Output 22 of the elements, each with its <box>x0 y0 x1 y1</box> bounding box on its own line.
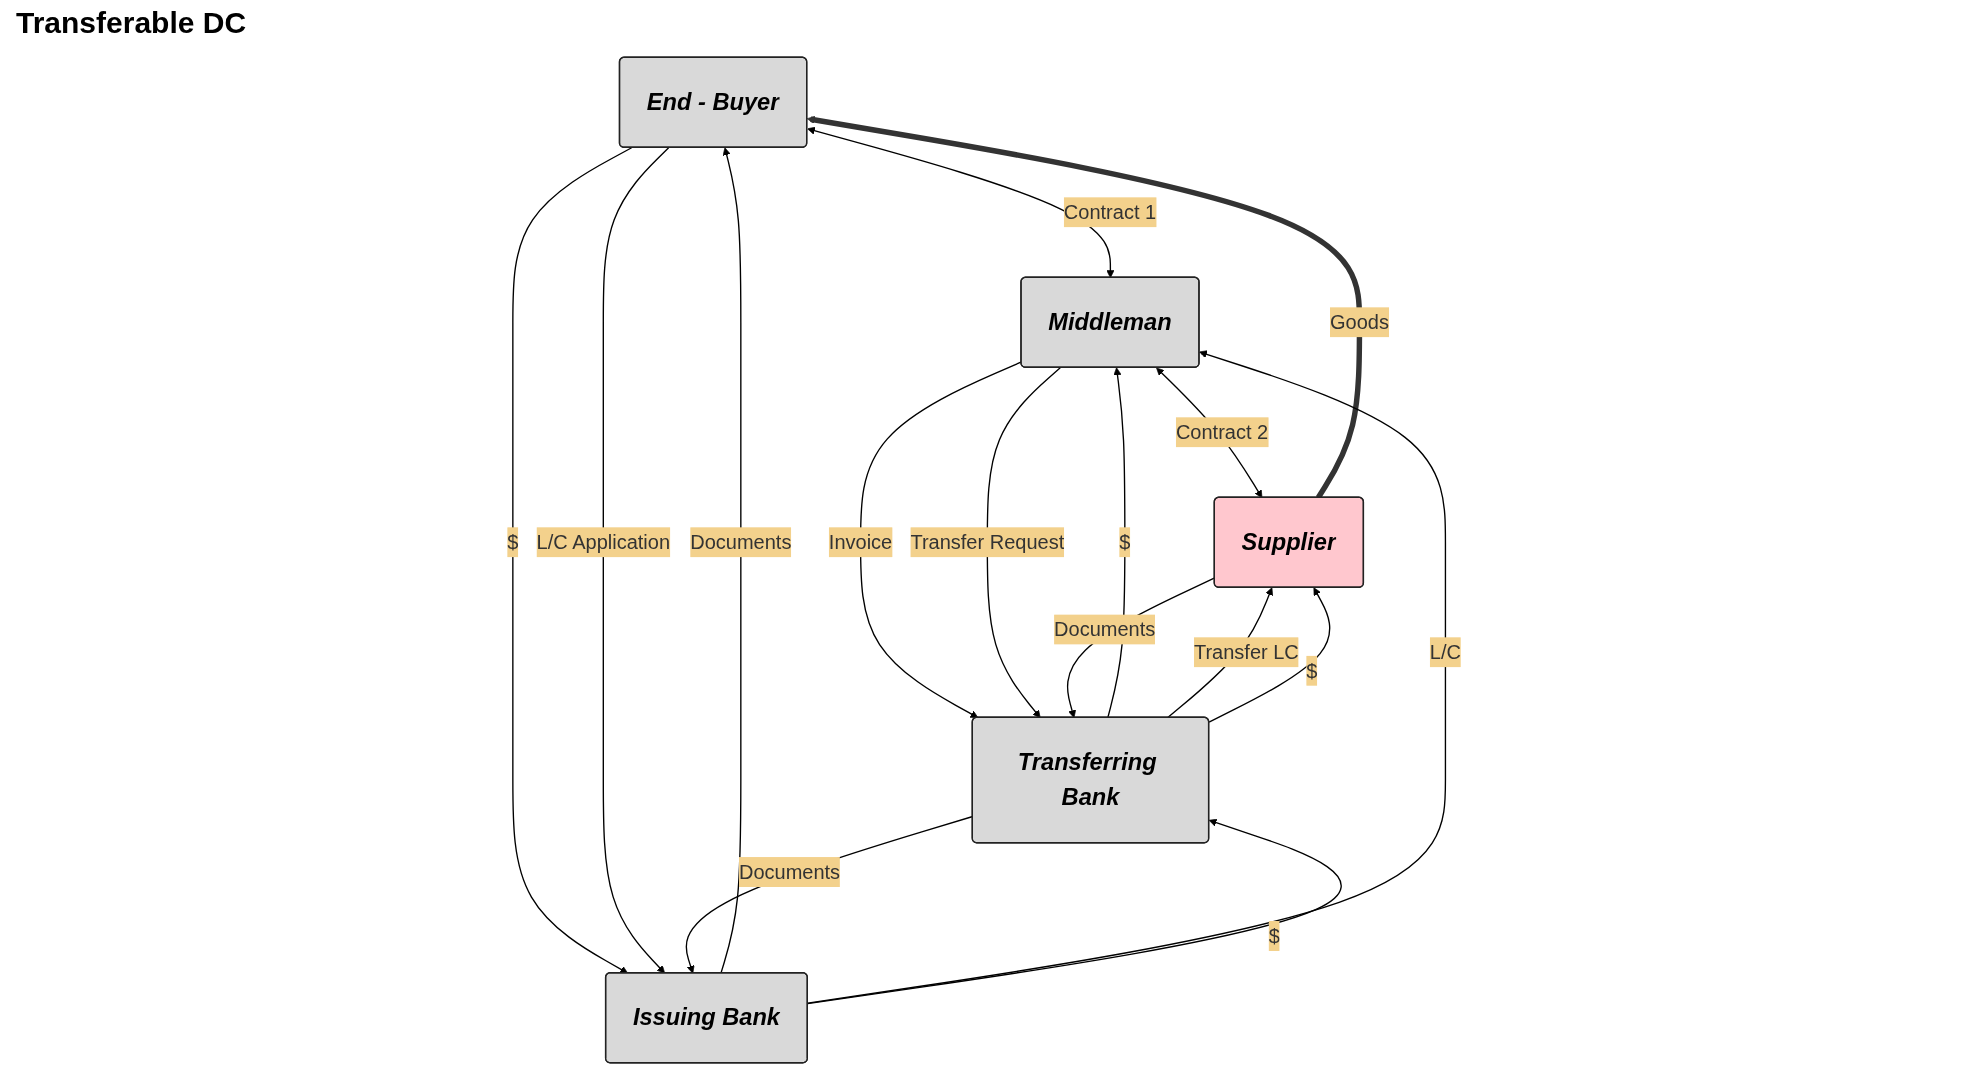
arrow <box>1208 587 1331 723</box>
diagram-title: Transferable DC <box>16 6 247 40</box>
edge-label: Transfer LC <box>1193 640 1299 664</box>
arrow <box>512 147 633 974</box>
edge-label: $ <box>1268 924 1280 948</box>
edge-label: Contract 2 <box>1175 420 1269 444</box>
arrow <box>602 147 670 974</box>
edge-label: Documents <box>1053 618 1156 641</box>
edge-label: Goods <box>1329 310 1389 334</box>
edge-label: L/C <box>1429 640 1461 664</box>
arrow <box>807 126 1115 279</box>
edge-label: Contract 1 <box>1063 200 1156 224</box>
edge-label: $ <box>1119 530 1131 554</box>
arrow <box>720 147 742 974</box>
edge-label: Documents <box>690 530 792 554</box>
edge-label: Transfer Request <box>910 530 1065 554</box>
edge-label: Invoice <box>828 530 893 554</box>
edge-label: $ <box>507 530 519 554</box>
edge-label: Documents <box>738 860 840 884</box>
edge-label: L/C Application <box>536 530 670 554</box>
edge-label: $ <box>1306 659 1318 683</box>
arrow <box>986 367 1061 719</box>
